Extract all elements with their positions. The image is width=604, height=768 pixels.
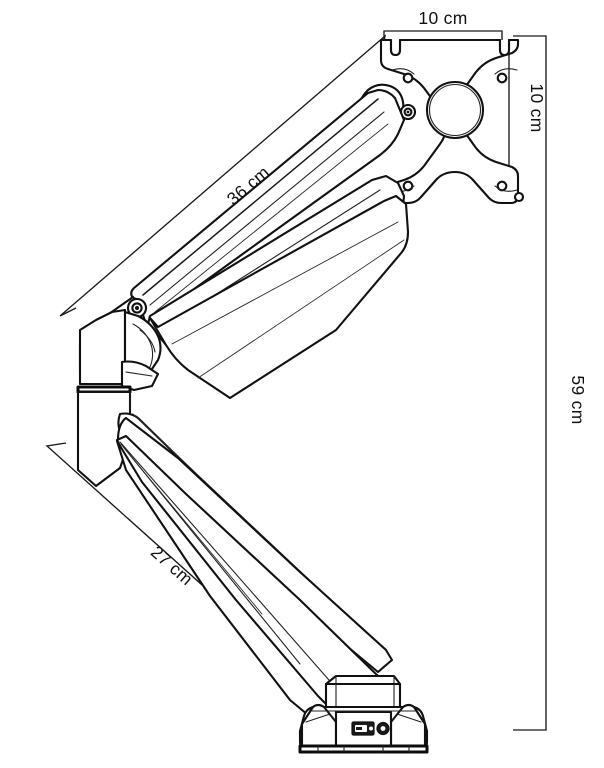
label-vesa-width: 10 cm [418, 8, 467, 28]
vesa-hole-bottom-left [402, 180, 414, 192]
vesa-hole-top-right [496, 72, 508, 84]
dimension-total-height [513, 35, 547, 731]
port-panel [351, 721, 390, 736]
vesa-plate [379, 38, 525, 205]
vesa-hole-top-left [402, 72, 414, 84]
center-column [76, 308, 162, 488]
vesa-hole-extra-right [513, 191, 525, 203]
upper-arm [78, 88, 410, 400]
label-total-height: 59 cm [568, 375, 588, 424]
label-vesa-height: 10 cm [527, 83, 547, 132]
vesa-center-hole [425, 80, 485, 140]
lower-arm [115, 412, 394, 732]
